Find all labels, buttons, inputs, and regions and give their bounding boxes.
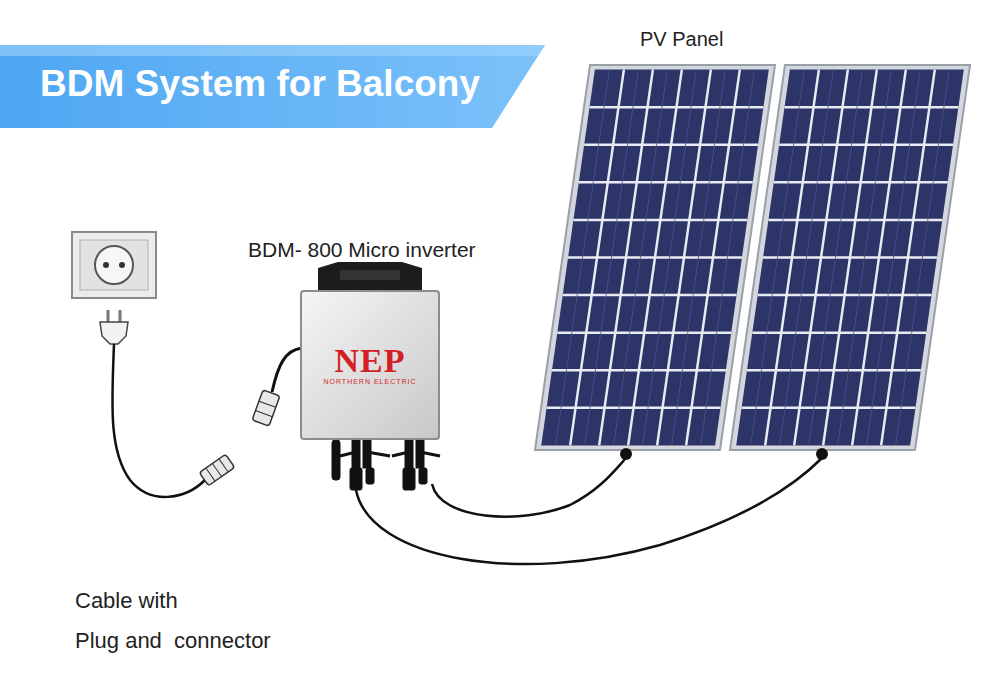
junction-box bbox=[816, 448, 828, 460]
dc-cable bbox=[356, 458, 822, 564]
banner-highlight bbox=[0, 45, 545, 56]
inverter-label: BDM- 800 Micro inverter bbox=[248, 238, 476, 262]
bracket-slot bbox=[340, 270, 400, 280]
junction-box bbox=[620, 448, 632, 460]
wall-outlet bbox=[72, 232, 156, 298]
micro-inverter: NEPNORTHERN ELECTRIC bbox=[300, 290, 440, 440]
cable-label: Cable with bbox=[75, 588, 178, 613]
cable-label: Plug and connector bbox=[75, 628, 271, 653]
brand-logo: NEP bbox=[335, 344, 406, 378]
ac-cable bbox=[112, 344, 205, 497]
dc-cable bbox=[432, 458, 626, 517]
cable-connector bbox=[199, 454, 234, 485]
mounting-bracket bbox=[318, 262, 422, 290]
title: BDM System for Balcony bbox=[40, 63, 480, 106]
inverter-ac-lead bbox=[272, 348, 302, 392]
pv-panel bbox=[730, 65, 970, 450]
brand-name: NORTHERN ELECTRIC bbox=[323, 378, 416, 386]
plug bbox=[100, 310, 128, 344]
panel-label: PV Panel bbox=[640, 28, 723, 51]
dc-connectors bbox=[332, 440, 440, 490]
inverter-connector bbox=[252, 390, 280, 426]
title-banner bbox=[0, 45, 545, 128]
